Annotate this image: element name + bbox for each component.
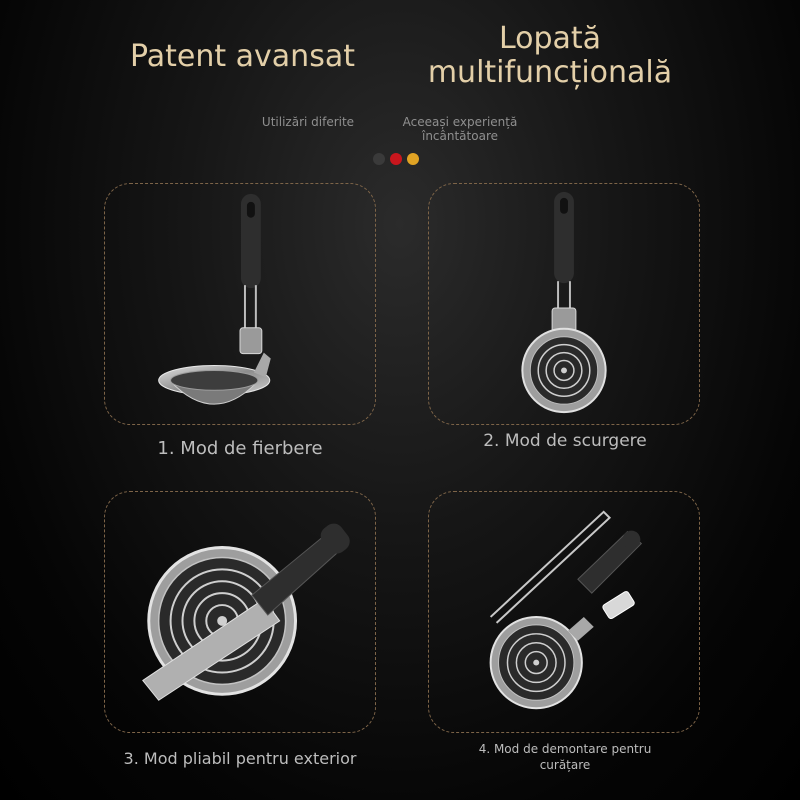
subtitle-same-experience: Aceeași experiență încântătoare: [402, 115, 518, 143]
subtitle-different-uses: Utilizări diferite: [261, 115, 355, 129]
color-dot-black[interactable]: [373, 153, 385, 165]
caption-disassembly-mode: 4. Mod de demontare pentru curățare: [478, 742, 652, 772]
color-options: [373, 153, 419, 165]
panel-boiling-mode: [104, 183, 376, 425]
black-handle-icon: [577, 531, 643, 594]
title-advanced-patent: Patent avansat: [130, 39, 355, 74]
panel-draining-mode: [428, 183, 700, 425]
panel-disassembly-mode: [428, 491, 700, 733]
ladle-parts-illustration: [489, 510, 643, 710]
black-handle-icon: [554, 191, 574, 284]
panel-folding-mode: [104, 491, 376, 733]
ladle-boiling-illustration: [158, 193, 271, 405]
caption-folding-mode: 3. Mod pliabil pentru exterior: [123, 749, 357, 768]
caption-boiling-mode: 1. Mod de fierbere: [157, 438, 323, 459]
title-multifunctional-spatula: Lopată multifuncțională: [427, 21, 673, 90]
caption-draining-mode: 2. Mod de scurgere: [483, 431, 647, 451]
color-dot-red[interactable]: [390, 153, 402, 165]
connector-part-icon: [602, 591, 635, 620]
ladle-folded-illustration: [142, 523, 350, 701]
color-dot-yellow[interactable]: [407, 153, 419, 165]
ladle-draining-illustration: [521, 191, 607, 414]
black-handle-icon: [240, 193, 261, 289]
